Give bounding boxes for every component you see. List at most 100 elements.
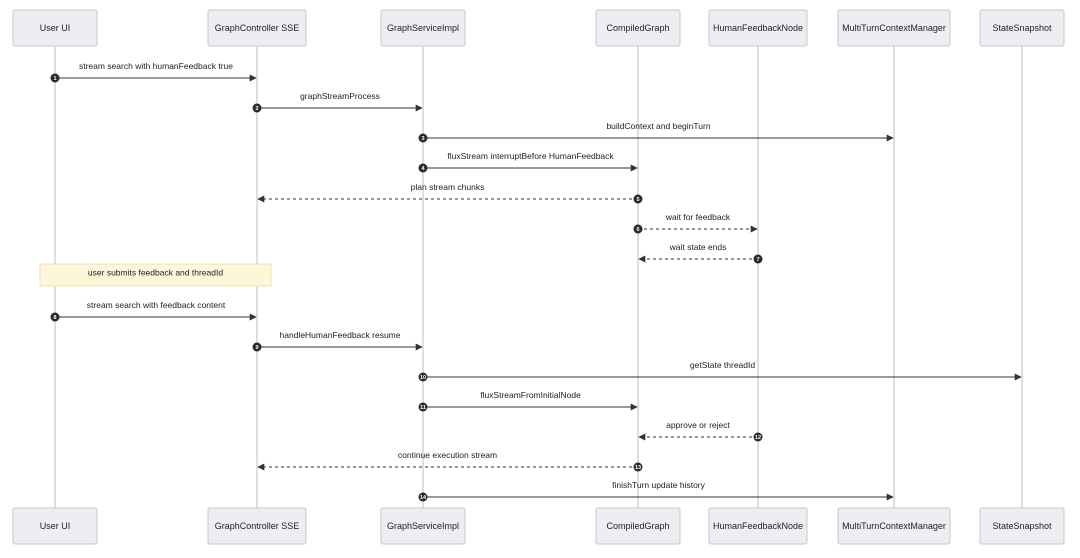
sequence-dot: [50, 312, 60, 322]
participant-box: [979, 9, 1065, 47]
sequence-dot: [252, 342, 262, 352]
participant-box: [207, 507, 307, 545]
message-2: graphStreamProcess 2: [252, 91, 423, 113]
message-9: handleHumanFeedback resume 9: [252, 330, 423, 352]
participant-svc-top: GraphServiceImpl: [380, 9, 466, 47]
message-label: handleHumanFeedback resume: [280, 330, 401, 340]
participant-label: StateSnapshot: [992, 521, 1052, 531]
sequence-number-badge: 3: [418, 133, 428, 143]
message-label: stream search with feedback content: [87, 300, 226, 310]
sequence-number-badge: 7: [753, 254, 763, 264]
sequence-dot: [633, 194, 643, 204]
sequence-dot: [418, 372, 428, 382]
sequence-number-badge: 14: [418, 492, 428, 502]
message-label: buildContext and beginTurn: [606, 121, 710, 131]
participant-label: StateSnapshot: [992, 23, 1052, 33]
message-label: graphStreamProcess: [300, 91, 380, 101]
message-label: approve or reject: [666, 420, 730, 430]
participant-label: User UI: [40, 521, 71, 531]
participant-box: [595, 507, 681, 545]
participant-mtc-top: MultiTurnContextManager: [837, 9, 951, 47]
participant-ss-top: StateSnapshot: [979, 9, 1065, 47]
sequence-number: 3: [421, 136, 424, 142]
participant-cg-bottom: CompiledGraph: [595, 507, 681, 545]
message-5: plan stream chunks 5: [257, 182, 643, 204]
participant-box: [207, 9, 307, 47]
sequence-dot: [753, 254, 763, 264]
participant-label: GraphController SSE: [215, 23, 300, 33]
sequence-dot: [418, 492, 428, 502]
participant-box: [12, 507, 98, 545]
sequence-number-badge: 4: [418, 163, 428, 173]
sequence-number: 2: [255, 106, 258, 112]
participant-label: CompiledGraph: [606, 521, 669, 531]
participant-label: MultiTurnContextManager: [842, 521, 946, 531]
participant-label: HumanFeedbackNode: [713, 23, 803, 33]
participant-box: [708, 507, 808, 545]
note-box: [39, 263, 272, 287]
message-12: approve or reject 12: [638, 420, 763, 442]
message-1: stream search with humanFeedback true 1: [50, 61, 257, 83]
message-label: fluxStream interruptBefore HumanFeedback: [447, 151, 614, 161]
sequence-dot: [753, 432, 763, 442]
participant-box: [12, 9, 98, 47]
note: user submits feedback and threadId: [39, 263, 272, 287]
participant-label: MultiTurnContextManager: [842, 23, 946, 33]
participant-label: GraphController SSE: [215, 521, 300, 531]
sequence-number: 10: [420, 375, 426, 381]
message-label: fluxStreamFromInitialNode: [480, 390, 581, 400]
sequence-number: 12: [755, 435, 761, 441]
message-label: stream search with humanFeedback true: [79, 61, 233, 71]
message-label: continue execution stream: [398, 450, 497, 460]
sequence-dot: [633, 462, 643, 472]
participant-box: [380, 9, 466, 47]
sequence-number: 1: [53, 76, 56, 82]
sequence-number-badge: 6: [633, 224, 643, 234]
sequence-number-badge: 8: [50, 312, 60, 322]
message-label: wait for feedback: [665, 212, 731, 222]
participant-box: [380, 507, 466, 545]
sequence-dot: [50, 73, 60, 83]
participant-hfn-top: HumanFeedbackNode: [708, 9, 808, 47]
sequence-dot: [252, 103, 262, 113]
message-label: finishTurn update history: [612, 480, 706, 490]
sequence-number-badge: 5: [633, 194, 643, 204]
note-label: user submits feedback and threadId: [88, 267, 223, 277]
message-10: getState threadId 10: [418, 360, 1022, 382]
participant-ctl-bottom: GraphController SSE: [207, 507, 307, 545]
sequence-number-badge: 12: [753, 432, 763, 442]
participant-ss-bottom: StateSnapshot: [979, 507, 1065, 545]
participant-ui-top: User UI: [12, 9, 98, 47]
sequence-dot: [418, 402, 428, 412]
participant-cg-top: CompiledGraph: [595, 9, 681, 47]
sequence-number-badge: 9: [252, 342, 262, 352]
sequence-number-badge: 1: [50, 73, 60, 83]
participant-svc-bottom: GraphServiceImpl: [380, 507, 466, 545]
message-4: fluxStream interruptBefore HumanFeedback…: [418, 151, 638, 173]
sequence-number-badge: 13: [633, 462, 643, 472]
participant-label: GraphServiceImpl: [387, 23, 459, 33]
message-label: getState threadId: [690, 360, 755, 370]
participant-ctl-top: GraphController SSE: [207, 9, 307, 47]
sequence-number-badge: 10: [418, 372, 428, 382]
participant-label: User UI: [40, 23, 71, 33]
sequence-dot: [418, 163, 428, 173]
message-6: wait for feedback 6: [633, 212, 758, 234]
sequence-number: 13: [635, 465, 641, 471]
participant-label: CompiledGraph: [606, 23, 669, 33]
sequence-number: 4: [421, 166, 425, 172]
participant-label: GraphServiceImpl: [387, 521, 459, 531]
sequence-dot: [633, 224, 643, 234]
sequence-number: 8: [53, 315, 56, 321]
sequence-number-badge: 2: [252, 103, 262, 113]
participant-ui-bottom: User UI: [12, 507, 98, 545]
message-label: plan stream chunks: [411, 182, 485, 192]
participant-box: [979, 507, 1065, 545]
message-8: stream search with feedback content 8: [50, 300, 257, 322]
participant-box: [708, 9, 808, 47]
sequence-dot: [418, 133, 428, 143]
message-3: buildContext and beginTurn 3: [418, 121, 894, 143]
